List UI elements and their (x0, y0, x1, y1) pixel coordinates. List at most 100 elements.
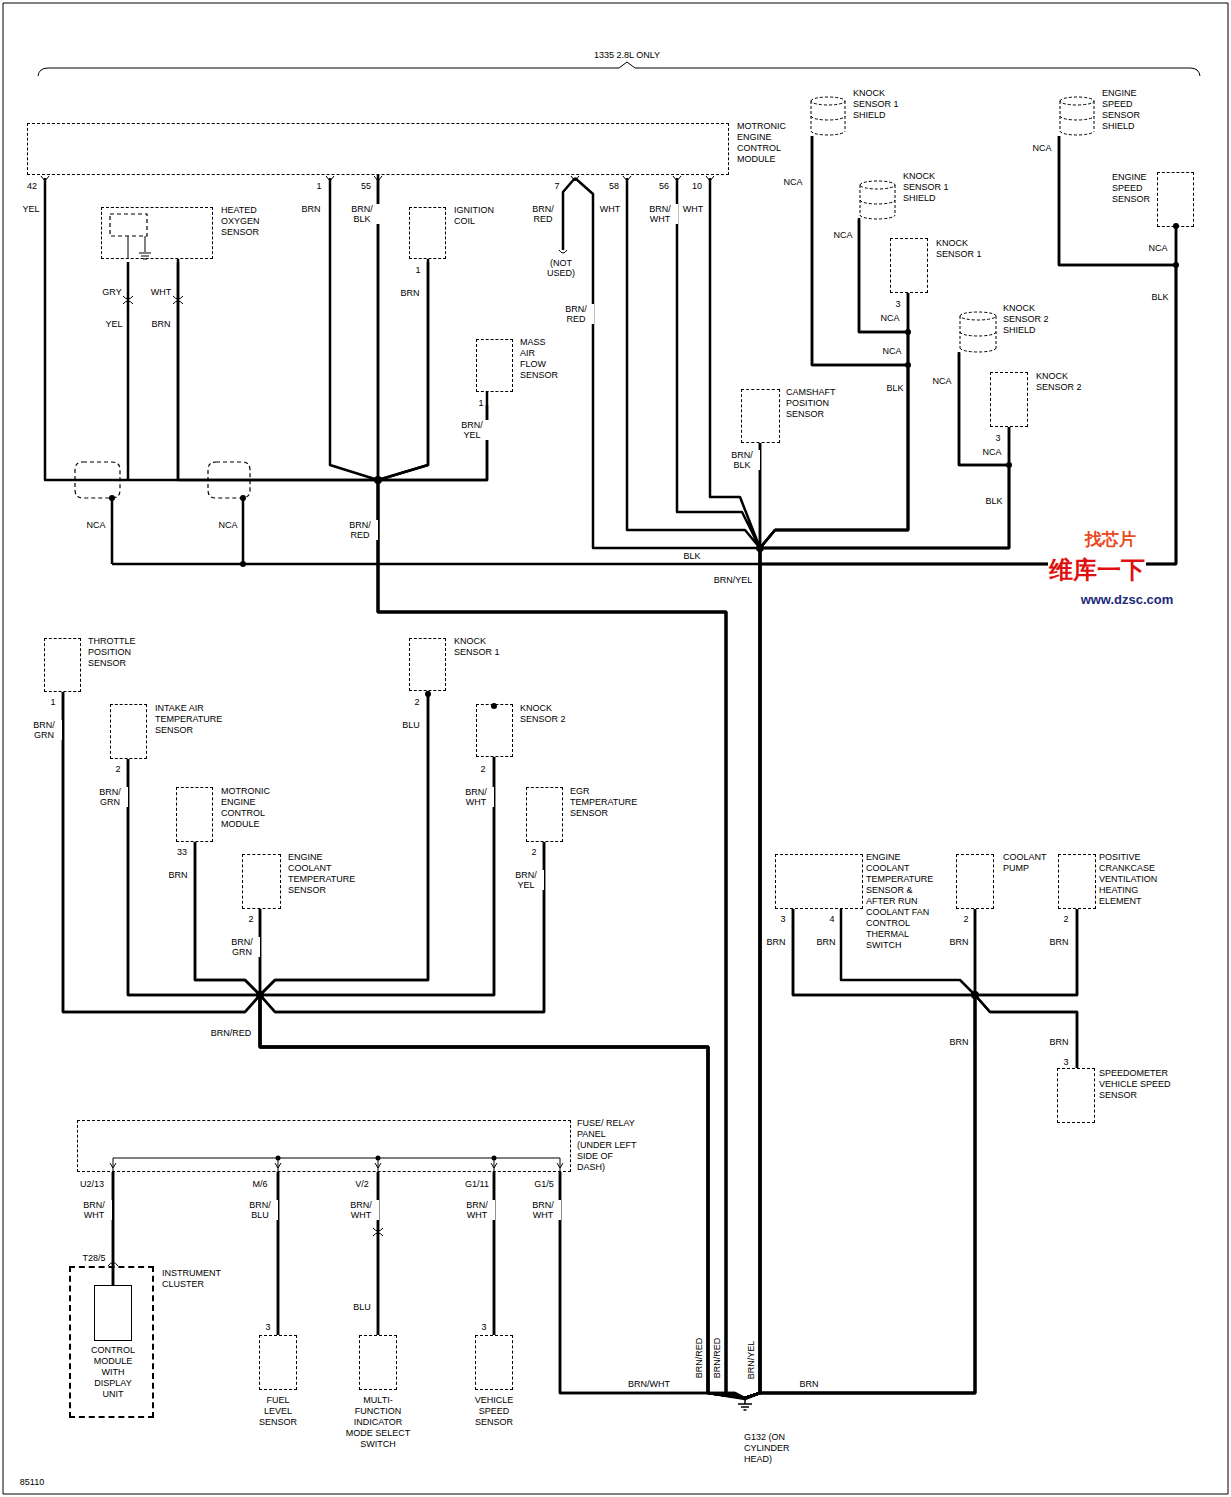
wire (378, 1172, 379, 1335)
component-outline (476, 704, 513, 757)
wire (745, 995, 1077, 1398)
watermark: www.dzsc.com (1080, 592, 1175, 607)
shield-cylinder (1059, 96, 1095, 136)
diagram-label: 4 (828, 914, 835, 924)
wire (494, 1172, 495, 1335)
component: CAMSHAFT POSITION SENSOR (741, 389, 780, 443)
wire (493, 1172, 496, 1335)
diagram-label: 3 (264, 1322, 271, 1332)
wire (745, 909, 1077, 1398)
component-outline (110, 704, 147, 759)
diagram-label: (NOT USED) (543, 258, 579, 278)
diagram-label: BLU (401, 720, 421, 730)
wires (45, 136, 1176, 1399)
wire (560, 1172, 745, 1398)
diagram-label: BRN/ RED (525, 204, 561, 224)
diagram-label: BLK (885, 383, 904, 393)
diagram-label: 58 (608, 181, 620, 191)
component: CONTROL MODULE WITH DISPLAY UNIT (94, 1285, 132, 1341)
diagram-label: BRN/ WHT (459, 1200, 495, 1220)
diagram-label: 3 (994, 433, 1001, 443)
wire (745, 136, 1176, 1398)
component-label: FUSE/ RELAY PANEL (UNDER LEFT SIDE OF DA… (577, 1118, 637, 1173)
component-outline (359, 1335, 397, 1390)
shield-outline (811, 97, 845, 135)
diagram-label: BRN/ WHT (525, 1200, 561, 1220)
diagram-label: NCA (879, 313, 900, 323)
ground-symbol (738, 1398, 752, 1410)
wire (260, 909, 745, 1398)
diagram-label: BRN (798, 1379, 819, 1389)
component: INTAKE AIR TEMPERATURE SENSOR (110, 704, 147, 759)
wire (745, 293, 908, 1398)
component: FUSE/ RELAY PANEL (UNDER LEFT SIDE OF DA… (77, 1120, 571, 1172)
diagram-label: 7 (553, 181, 560, 191)
diagram-label: GRY (101, 287, 122, 297)
component-outline (176, 787, 213, 842)
wire (378, 259, 745, 1398)
component: FUEL LEVEL SENSOR (259, 1335, 297, 1390)
component-label: CONTROL MODULE WITH DISPLAY UNIT (84, 1345, 142, 1400)
diagram-label: 2 (479, 764, 486, 774)
diagram-label: 3 (480, 1322, 487, 1332)
diagram-label: G1/5 (533, 1179, 555, 1189)
watermark: 找芯片 (1084, 530, 1137, 550)
wire (277, 1172, 280, 1335)
diagram-label: BRN/ RED (342, 520, 378, 540)
wire (745, 136, 1176, 1398)
component: EGR TEMPERATURE SENSOR (526, 787, 563, 842)
component-label: KNOCK SENSOR 2 (520, 703, 570, 725)
shield-cylinder (810, 96, 846, 136)
diagram-label: BRN (1048, 1037, 1069, 1047)
diagram-label: BRN/WHT (627, 1379, 671, 1389)
component: SPEEDOMETER VEHICLE SPEED SENSOR (1057, 1068, 1095, 1123)
diagram-label: BRN/ BLU (242, 1200, 278, 1220)
component-outline (990, 372, 1028, 427)
wire (378, 259, 745, 1398)
wire (560, 1172, 745, 1398)
diagram-label: 3 (1062, 1057, 1069, 1067)
wire (63, 692, 745, 1398)
shield-outline (960, 312, 996, 352)
diagram-label: 3 (894, 299, 901, 309)
component: ENGINE COOLANT TEMPERATURE SENSOR & AFTE… (775, 854, 863, 909)
thin-lines (38, 62, 1200, 1266)
component-label: CAMSHAFT POSITION SENSOR (786, 387, 844, 420)
shield-cylinder (959, 311, 997, 353)
diagram-label: BRN (167, 870, 188, 880)
component-label: KNOCK SENSOR 2 (1036, 371, 1086, 393)
component: G132 (ON CYLINDER HEAD) (735, 1398, 815, 1470)
diagram-label: 2 (114, 764, 121, 774)
diagram-label: M/6 (251, 1179, 268, 1189)
watermark: 维库一下 (1048, 556, 1146, 584)
component-label: KNOCK SENSOR 1 (936, 238, 986, 260)
component-outline (409, 207, 446, 259)
component-label: COOLANT PUMP (1003, 852, 1053, 874)
diagram-label: NCA (931, 376, 952, 386)
wire (745, 427, 1009, 1398)
wire (377, 1172, 380, 1335)
component-outline (956, 854, 994, 909)
component-label: KNOCK SENSOR 1 (454, 636, 504, 658)
wire (128, 759, 745, 1398)
diagram-label: G1/11 (464, 1179, 490, 1189)
component-label: KNOCK SENSOR 2 SHIELD (1003, 303, 1051, 336)
component: POSITIVE CRANKCASE VENTILATION HEATING E… (1058, 854, 1096, 909)
component: THROTTLE POSITION SENSOR (44, 638, 81, 692)
diagram-label: T28/5 (81, 1253, 106, 1263)
component-outline (101, 207, 213, 259)
diagram-label: BLU (352, 1302, 372, 1312)
diagram-label: 56 (658, 181, 670, 191)
wire (260, 909, 745, 1398)
component-label: IGNITION COIL (454, 205, 509, 227)
diagram-label: 85110 (19, 1477, 45, 1487)
page-frame (3, 3, 1228, 1494)
wire (278, 1172, 279, 1335)
diagram-label: BRN (948, 937, 969, 947)
diagram-label: NCA (1031, 143, 1052, 153)
diagram-label: 2 (413, 697, 420, 707)
component-label: G132 (ON CYLINDER HEAD) (744, 1432, 816, 1465)
component-outline (259, 1335, 297, 1390)
component: MULTI- FUNCTION INDICATOR MODE SELECT SW… (359, 1335, 397, 1390)
